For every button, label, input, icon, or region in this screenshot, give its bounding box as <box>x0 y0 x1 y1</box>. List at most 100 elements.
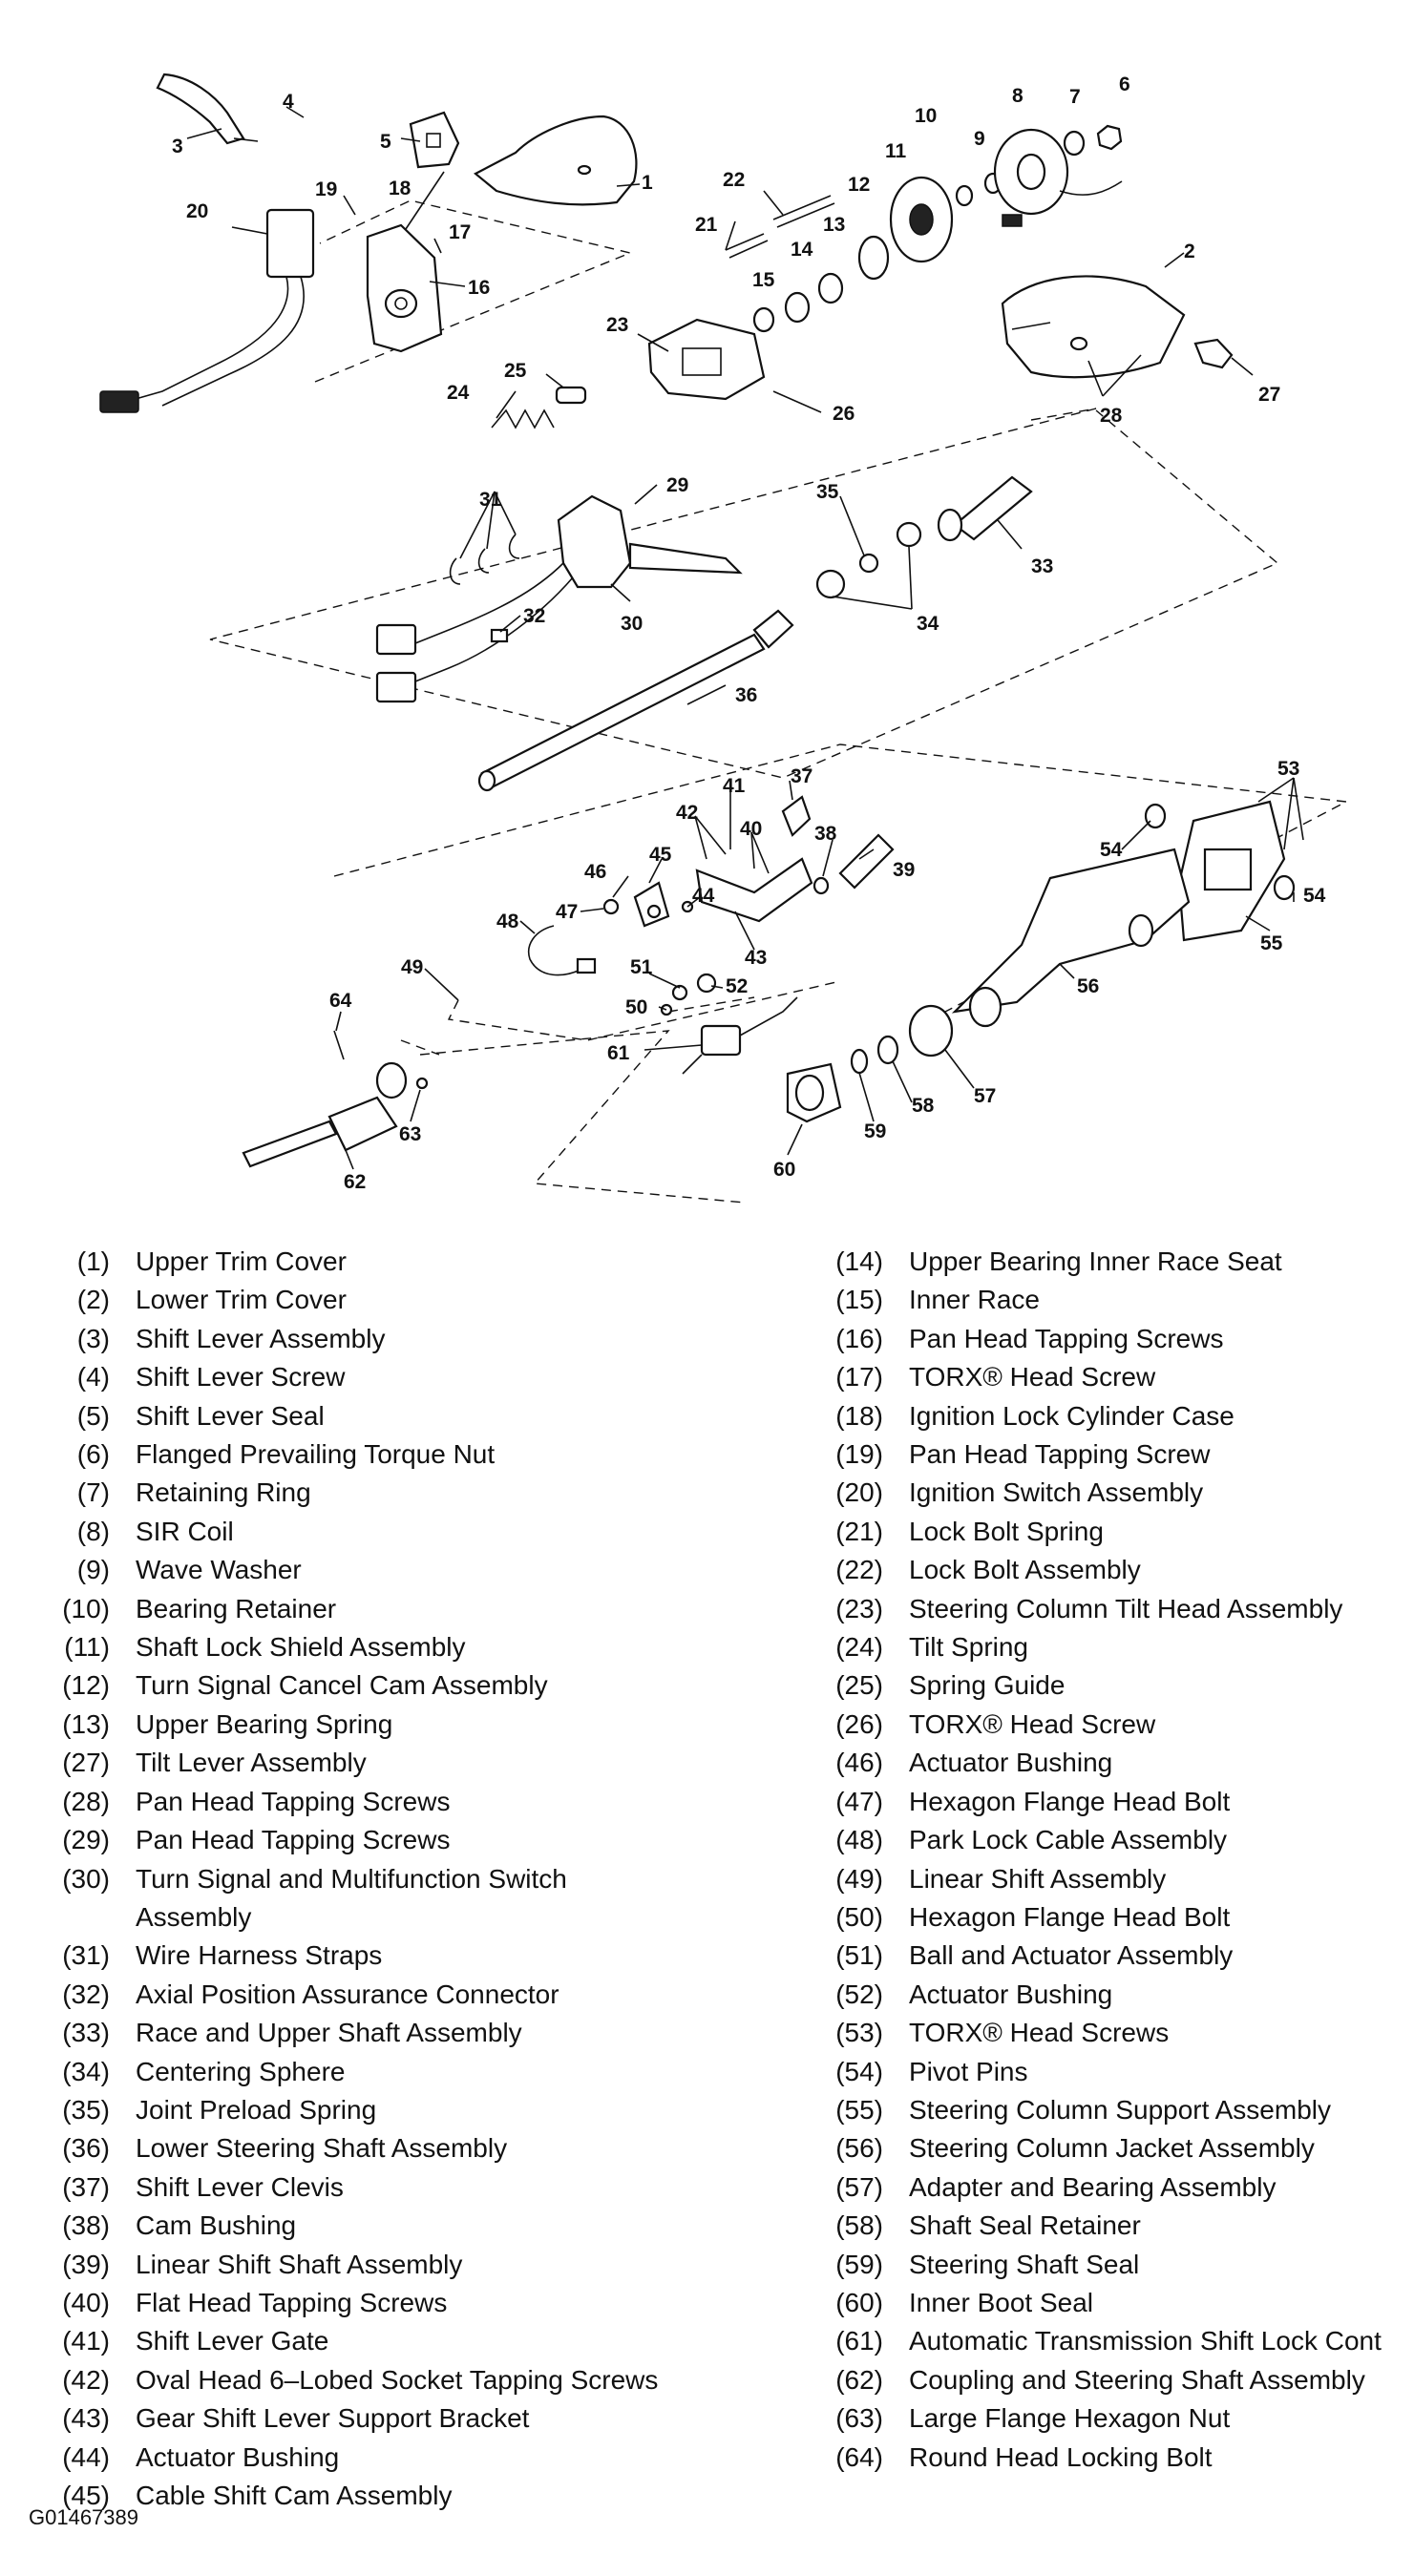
legend-item-name: TORX® Head Screw <box>909 1362 1156 1393</box>
callout-17: 17 <box>449 221 471 243</box>
tilt-lever-assembly <box>1193 338 1234 369</box>
legend-item: (29) Pan Head Tapping Screws <box>29 1821 754 1859</box>
legend-item-number: (28) <box>62 1786 110 1816</box>
legend-item-number: (10) <box>62 1593 110 1623</box>
legend-item-number: (44) <box>62 2441 110 2472</box>
legend-item-name: Flat Head Tapping Screws <box>136 2287 448 2317</box>
legend-item-name: Shift Lever Screw <box>136 1362 346 1393</box>
coupling-and-steering-shaft-assembly <box>242 1030 429 1168</box>
legend-item-name: Lock Bolt Assembly <box>909 1555 1141 1585</box>
legend-item: (6)Flanged Prevailing Torque Nut <box>29 1435 754 1474</box>
legend-item-name: Axial Position Assurance Connector <box>136 1979 559 2009</box>
legend-item: (49) Linear Shift Assembly <box>802 1860 1413 1898</box>
figure-id: G01467389 <box>29 2505 138 2529</box>
legend-item-number: (52) <box>835 1979 883 2009</box>
callout-30: 30 <box>621 613 643 635</box>
legend-item-number: (13) <box>62 1708 110 1739</box>
callout-60: 60 <box>773 1159 795 1181</box>
legend-item: (43)Gear Shift Lever Support Bracket <box>29 2399 754 2438</box>
legend-item-number: (20) <box>835 1477 883 1508</box>
legend-item: (60)Inner Boot Seal <box>802 2284 1413 2322</box>
legend-item-number: (59) <box>835 2249 883 2279</box>
legend-item-number: (64) <box>835 2441 883 2472</box>
legend-item: (24)Tilt Spring <box>802 1628 1413 1666</box>
callout-22: 22 <box>723 169 745 191</box>
callout-numbers: 1 2 3 4 5 6 7 8 9 10 11 12 13 14 15 16 1… <box>172 73 1326 1193</box>
legend-item-name: Shaft Seal Retainer <box>909 2210 1141 2241</box>
legend-item-name: Shift Lever Seal <box>136 1400 325 1431</box>
legend-item: (10) Bearing Retainer <box>29 1590 754 1628</box>
ignition-switch-assembly <box>99 208 315 413</box>
callout-61: 61 <box>607 1042 630 1064</box>
legend-item: (13)Upper Bearing Spring <box>29 1706 754 1744</box>
legend-item-number: (49) <box>835 1863 883 1894</box>
legend-item-name: Lower Steering Shaft Assembly <box>136 2133 508 2164</box>
callout-34: 34 <box>917 613 939 635</box>
legend-item-name: Bearing Retainer <box>136 1593 337 1623</box>
legend-item-number: (47) <box>835 1786 883 1816</box>
legend-item-name: Pan Head Tapping Screws <box>136 1825 451 1855</box>
legend-item-name: Ignition Switch Assembly <box>909 1477 1204 1508</box>
callout-41: 41 <box>723 775 746 797</box>
legend-item-name: Turn Signal and Multifunction Switch <box>136 1863 567 1894</box>
callout-32: 32 <box>523 605 545 627</box>
legend-item-number: (41) <box>62 2326 110 2356</box>
callout-37: 37 <box>791 765 813 787</box>
legend-item: (23)Steering Column Tilt Head Assembly <box>802 1590 1413 1628</box>
legend-item-number: (37) <box>62 2171 110 2202</box>
exploded-view-diagram: 1 2 3 4 5 6 7 8 9 10 11 12 13 14 15 16 1… <box>99 73 1349 1204</box>
legend-item-name: Linear Shift Assembly <box>909 1863 1167 1894</box>
callout-3: 3 <box>172 136 183 157</box>
shift-lever-assembly <box>156 73 259 145</box>
legend-item: (61)Automatic Transmission Shift Lock Co… <box>802 2322 1413 2360</box>
legend-item: (19)Pan Head Tapping Screw <box>802 1435 1413 1474</box>
legend-item-name: Tilt Lever Assembly <box>136 1748 367 1778</box>
legend-item-number: (21) <box>835 1516 883 1546</box>
legend-item: (3)Shift Lever Assembly <box>29 1320 754 1358</box>
legend-item-number: (19) <box>835 1439 883 1470</box>
callout-38: 38 <box>814 823 837 845</box>
legend-item: (8)SIR Coil <box>29 1513 754 1551</box>
legend-item-number: (5) <box>76 1400 110 1431</box>
legend-item: (33)Race and Upper Shaft Assembly <box>29 2014 754 2052</box>
callout-52: 52 <box>726 975 748 997</box>
legend-item-name: Park Lock Cable Assembly <box>909 1825 1228 1855</box>
legend-item-number: (38) <box>62 2210 110 2241</box>
legend-item: (48)Park Lock Cable Assembly <box>802 1821 1413 1859</box>
callout-8: 8 <box>1012 85 1024 107</box>
legend-item: (37)Shift Lever Clevis <box>29 2168 754 2207</box>
legend-item: (41)Shift Lever Gate <box>29 2322 754 2360</box>
legend-item: (38)Cam Bushing <box>29 2207 754 2245</box>
ignition-lock-cylinder-case <box>366 223 443 353</box>
callout-48: 48 <box>496 911 519 932</box>
legend-item: (20) Ignition Switch Assembly <box>802 1474 1413 1512</box>
legend-item-name: Large Flange Hexagon Nut <box>909 2403 1231 2434</box>
legend-item-name: Shift Lever Assembly <box>136 1323 386 1353</box>
legend-item-name: Adapter and Bearing Assembly <box>909 2171 1277 2202</box>
callout-40: 40 <box>740 818 762 840</box>
callout-57: 57 <box>974 1085 996 1107</box>
legend-item-name: Flanged Prevailing Torque Nut <box>136 1439 496 1470</box>
legend-item: (35)Joint Preload Spring <box>29 2091 754 2129</box>
callout-56: 56 <box>1077 975 1099 997</box>
legend-item-name: Joint Preload Spring <box>136 2094 377 2125</box>
legend-item-number: (29) <box>62 1825 110 1855</box>
callout-64: 64 <box>329 990 352 1012</box>
legend-item-number: (62) <box>835 2364 883 2395</box>
legend-item-number: (60) <box>835 2287 883 2317</box>
shift-components <box>602 795 895 928</box>
callout-59: 59 <box>864 1120 886 1142</box>
callout-19: 19 <box>315 178 337 200</box>
callout-35: 35 <box>816 481 839 503</box>
callout-14: 14 <box>791 239 813 261</box>
legend-item: (12)Turn Signal Cancel Cam Assembly <box>29 1666 754 1705</box>
wire-harness-straps <box>449 534 520 585</box>
legend-item: (64)Round Head Locking Bolt <box>802 2439 1413 2477</box>
legend-item: (57)Adapter and Bearing Assembly <box>802 2168 1413 2207</box>
legend-item: (28)Pan Head Tapping Screws <box>29 1783 754 1821</box>
legend-item-name: Cable Shift Cam Assembly <box>136 2481 453 2510</box>
bearing-stack <box>752 172 1002 333</box>
callout-15: 15 <box>752 269 775 291</box>
legend-item-name: Upper Bearing Inner Race Seat <box>909 1246 1282 1276</box>
legend-item: (58)Shaft Seal Retainer <box>802 2207 1413 2245</box>
